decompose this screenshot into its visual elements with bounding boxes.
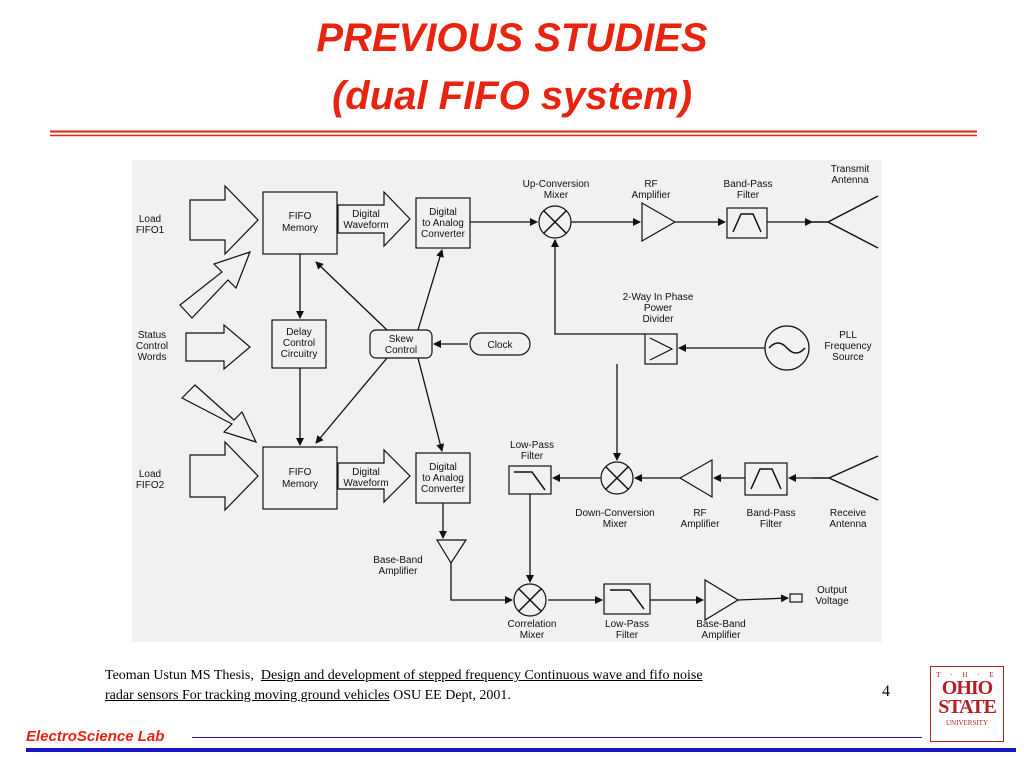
status-control-arrow [185,323,251,371]
base-band-amplifier2 [704,578,740,622]
low-pass-filter2 [603,583,651,615]
logo-state: STATE [938,696,997,718]
base-band-amplifier1 [435,539,468,565]
rf-amplifier-tx [641,201,677,243]
footer-thick-rule [26,748,1016,752]
receive-antenna [812,455,879,501]
reference-author: Teoman Ustun MS Thesis, [105,668,254,683]
title-underline [50,130,977,137]
logo-ohio: OHIO [941,677,993,699]
low-pass1-symbol [514,471,546,491]
reference-title-line1: Design and development of stepped freque… [260,668,703,683]
load-fifo1-arrow [189,184,259,256]
logo-university: UNIVERSITY [946,719,988,727]
footer-thin-rule [192,737,922,738]
correlation-mixer-cross [518,588,542,612]
up-mixer-cross [543,210,567,234]
dac1-box [415,197,471,249]
page-number: 4 [882,683,890,700]
rf-amplifier-rx [678,458,713,499]
digital-waveform2-arrow [337,448,411,504]
digital-waveform1-arrow [337,190,411,248]
reference-citation: Teoman Ustun MS Thesis, Design and devel… [105,666,865,706]
fifo2-box [262,446,338,510]
footer-lab-name: ElectroScience Lab [26,728,165,745]
band-pass-filter-tx [726,207,768,239]
low-pass2-symbol [610,589,645,610]
clock-box [469,332,531,356]
slide-title-line2: (dual FIFO system) [331,74,693,118]
reference-source: OSU EE Dept, 2001. [393,688,511,703]
slide-title-line1: PREVIOUS STUDIES [316,16,708,60]
load-fifo2-arrow [189,440,259,512]
pll-sine-symbol [768,342,806,354]
divider-symbol [649,337,674,361]
band-pass-rx-symbol [750,468,782,490]
ohio-state-logo: T · H · E OHIO STATE UNIVERSITY [930,666,1004,742]
transmit-antenna [812,195,879,249]
correlation-mixer [513,583,547,617]
diagonal-down-arrow [180,384,258,443]
band-pass-filter-rx [744,462,788,496]
output-terminal [789,593,803,603]
skew-control-box [369,329,433,359]
down-mixer-cross [605,466,629,490]
logo-the: T · H · E [936,671,998,679]
reference-title-line2: radar sensors For tracking moving ground… [105,688,390,703]
band-pass-tx-symbol [732,213,762,233]
diagonal-up-arrow [179,251,252,319]
clock-label: Clock [487,340,513,351]
delay-control-box [271,319,327,369]
power-divider-box [644,333,678,365]
